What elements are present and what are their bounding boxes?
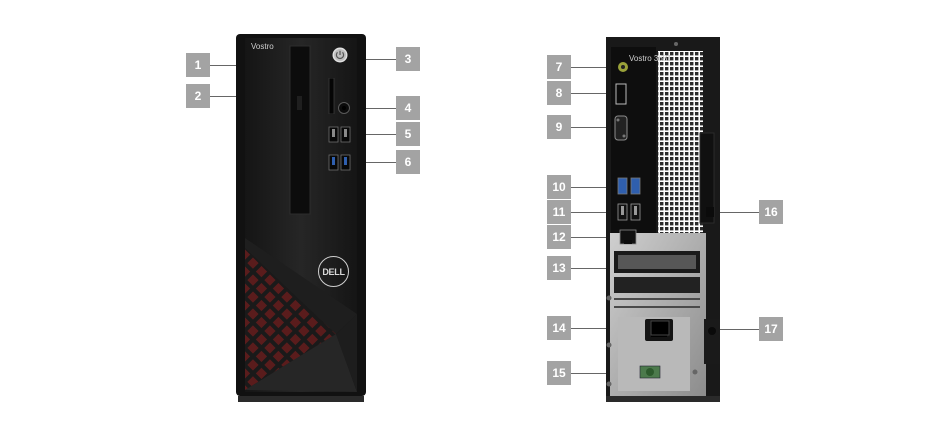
front-brand-text: Vostro [251,42,274,51]
usb2-rear-port-icon [617,203,641,221]
dell-logo-text: DELL [322,266,345,277]
power-button-icon [332,47,348,63]
callout-14: 14 [547,316,571,340]
callout-5: 5 [396,122,420,146]
hdmi-port-icon [615,83,627,105]
callout-3: 3 [396,47,420,71]
ac-power-inlet-icon [650,320,670,336]
callout-11: 11 [547,200,571,224]
usb3-rear-port-icon [617,177,641,195]
leader-line-3 [350,59,396,60]
callout-6: 6 [396,150,420,174]
leader-line-12 [571,237,623,238]
leader-line-10 [571,187,621,188]
leader-line-4 [350,108,396,109]
callout-12: 12 [547,225,571,249]
callout-17: 17 [759,317,783,341]
vga-port-icon [614,115,628,141]
ethernet-port-icon [619,229,637,245]
leader-line-5 [350,134,396,135]
headset-jack-icon [338,102,350,114]
callout-10: 10 [547,175,571,199]
usb-port-icon [328,126,351,143]
leader-line-9 [571,127,617,128]
callout-16: 16 [759,200,783,224]
leader-line-16 [710,212,760,213]
callout-1: 1 [186,53,210,77]
rear-model-text: Vostro 3681 [629,54,672,63]
audio-jack-icon [618,62,628,72]
leader-line-7 [571,67,623,68]
dell-logo: DELL [318,256,349,287]
callout-4: 4 [396,96,420,120]
callout-8: 8 [547,81,571,105]
leader-line-17 [714,329,760,330]
leader-line-11 [571,212,621,213]
callout-9: 9 [547,115,571,139]
callout-13: 13 [547,256,571,280]
usb3-port-icon [328,154,351,171]
leader-line-8 [571,93,625,94]
callout-2: 2 [186,84,210,108]
front-tower [236,34,366,402]
leader-line-6 [350,162,396,163]
leader-line-13 [571,268,619,269]
sd-card-slot-icon [328,78,335,114]
callout-15: 15 [547,361,571,385]
callout-7: 7 [547,55,571,79]
